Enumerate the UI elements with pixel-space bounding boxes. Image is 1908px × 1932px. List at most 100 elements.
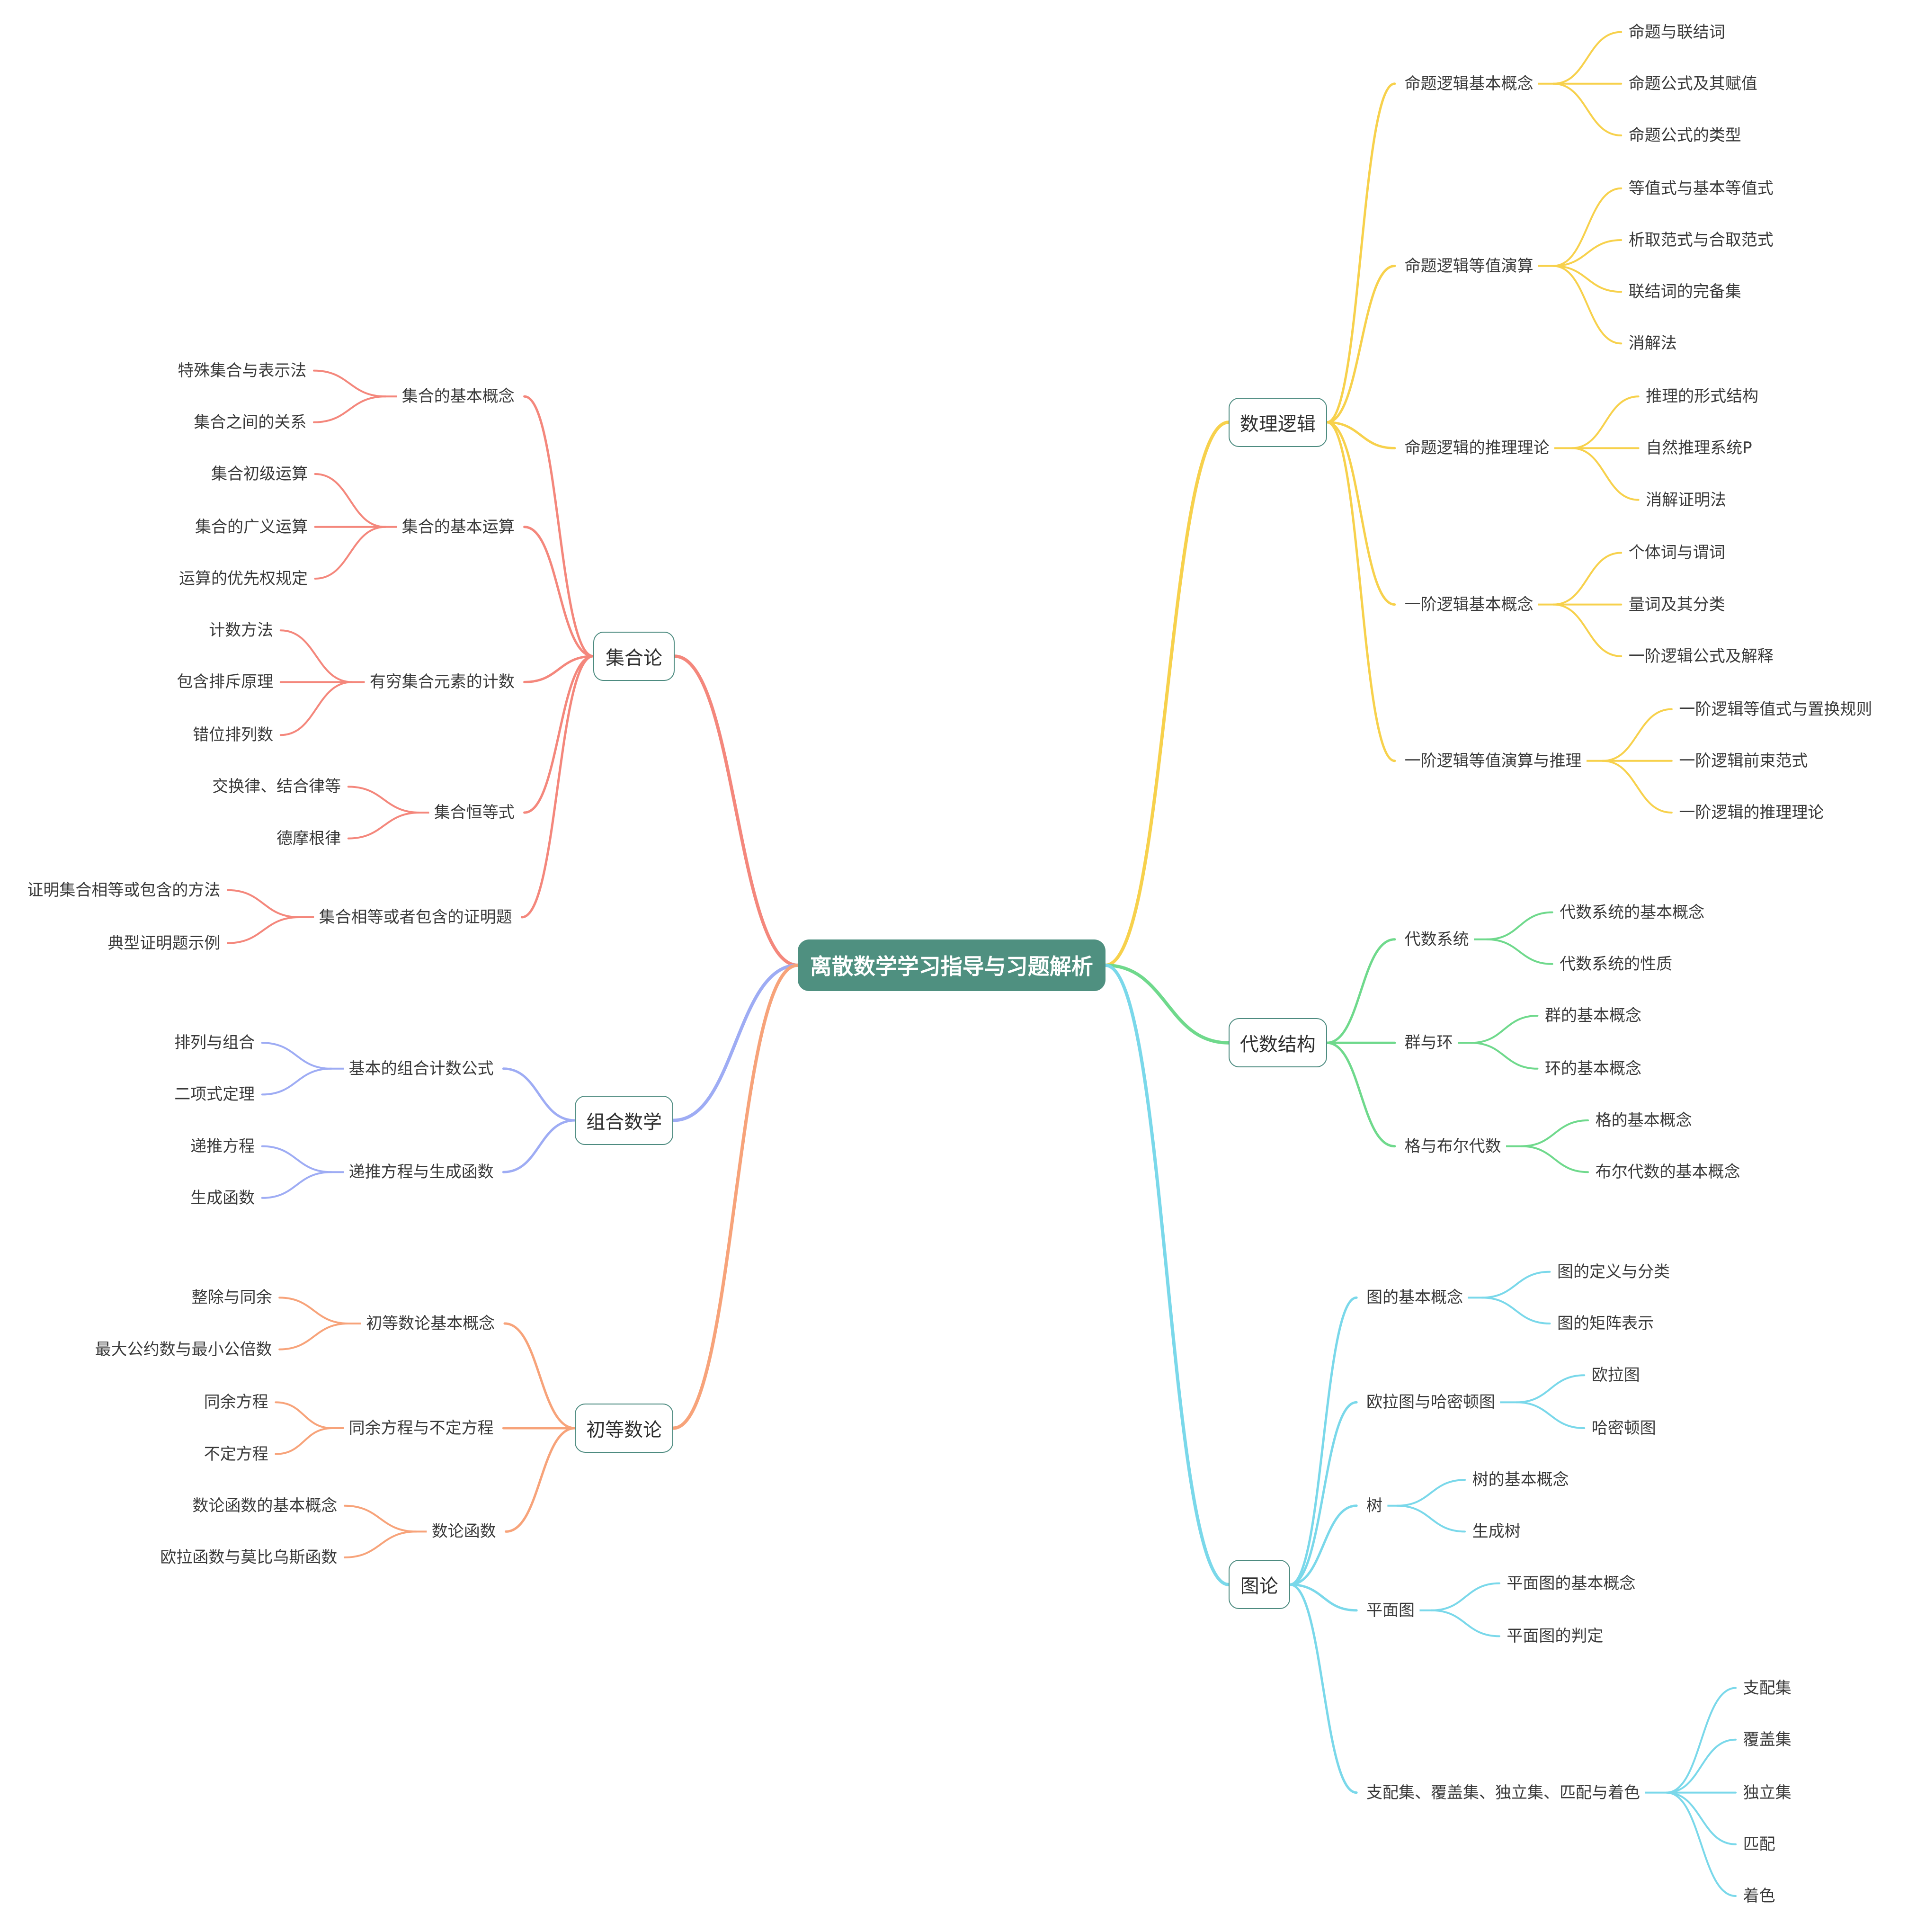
- subtopic-leaf-edge: [1430, 1609, 1500, 1637]
- leaf-label[interactable]: 生成函数: [190, 1188, 255, 1208]
- subtopic-label[interactable]: 同余方程与不定方程: [348, 1419, 494, 1438]
- branch-node[interactable]: 数理逻辑: [1228, 397, 1327, 447]
- leaf-label[interactable]: 代数系统的性质: [1560, 954, 1673, 974]
- leaf-label[interactable]: 量词及其分类: [1628, 595, 1725, 614]
- branch-node[interactable]: 图论: [1228, 1560, 1290, 1610]
- leaf-label[interactable]: 一阶逻辑公式及解释: [1628, 646, 1774, 666]
- branch-node[interactable]: 代数结构: [1228, 1018, 1327, 1068]
- leaf-label[interactable]: 递推方程: [190, 1136, 255, 1156]
- leaf-label[interactable]: 错位排列数: [193, 725, 274, 745]
- leaf-label[interactable]: 一阶逻辑前束范式: [1679, 751, 1808, 770]
- subtopic-label[interactable]: 递推方程与生成函数: [348, 1163, 494, 1182]
- leaf-label[interactable]: 集合初级运算: [211, 465, 308, 483]
- subtopic-label[interactable]: 数论函数: [431, 1522, 496, 1541]
- subtopic-label[interactable]: 集合的基本运算: [401, 517, 515, 537]
- subtopic-label[interactable]: 命题逻辑的推理理论: [1404, 438, 1550, 458]
- leaf-label[interactable]: 交换律、结合律等: [212, 777, 341, 796]
- leaf-label[interactable]: 数论函数的基本概念: [192, 1496, 338, 1515]
- leaf-label[interactable]: 匹配: [1743, 1834, 1775, 1854]
- leaf-label[interactable]: 自然推理系统P: [1646, 438, 1752, 458]
- leaf-label[interactable]: 布尔代数的基本概念: [1595, 1163, 1740, 1182]
- leaf-label[interactable]: 消解证明法: [1646, 490, 1727, 510]
- leaf-label[interactable]: 二项式定理: [174, 1085, 255, 1104]
- leaf-label[interactable]: 运算的优先权规定: [179, 569, 308, 588]
- leaf-label[interactable]: 图的矩阵表示: [1557, 1314, 1654, 1333]
- leaf-label[interactable]: 特殊集合与表示法: [178, 361, 307, 380]
- leaf-label[interactable]: 支配集: [1743, 1678, 1792, 1698]
- leaf-label[interactable]: 欧拉图: [1591, 1366, 1640, 1385]
- subtopic-label[interactable]: 命题逻辑等值演算: [1404, 256, 1534, 276]
- leaf-label[interactable]: 格的基本概念: [1595, 1111, 1692, 1130]
- subtopic-leaf-edge: [347, 786, 421, 814]
- subtopic-label[interactable]: 代数系统: [1404, 930, 1469, 949]
- leaf-label[interactable]: 计数方法: [209, 621, 274, 640]
- leaf-label[interactable]: 包含排斥原理: [177, 672, 274, 692]
- leaf-label[interactable]: 树的基本概念: [1472, 1470, 1569, 1490]
- leaf-label[interactable]: 平面图的基本概念: [1507, 1574, 1636, 1593]
- leaf-label[interactable]: 德摩根律: [276, 829, 341, 848]
- leaf-label[interactable]: 证明集合相等或包含的方法: [27, 880, 221, 900]
- subtopic-label[interactable]: 树: [1366, 1496, 1382, 1515]
- leaf-label[interactable]: 联结词的完备集: [1628, 282, 1741, 302]
- subtopic-leaf-edge: [1602, 708, 1673, 762]
- leaf-label[interactable]: 典型证明题示例: [107, 933, 221, 953]
- subtopic-label[interactable]: 集合的基本概念: [401, 387, 515, 406]
- leaf-label[interactable]: 群的基本概念: [1545, 1006, 1641, 1025]
- subtopic-label[interactable]: 基本的组合计数公式: [348, 1059, 494, 1078]
- leaf-label[interactable]: 命题公式的类型: [1628, 126, 1741, 145]
- leaf-label[interactable]: 独立集: [1743, 1783, 1792, 1802]
- subtopic-label[interactable]: 图的基本概念: [1366, 1288, 1463, 1307]
- leaf-label[interactable]: 集合的广义运算: [195, 517, 308, 537]
- leaf-label[interactable]: 一阶逻辑等值式与置换规则: [1679, 699, 1872, 719]
- leaf-label[interactable]: 命题与联结词: [1628, 22, 1725, 42]
- leaf-label[interactable]: 哈密顿图: [1591, 1419, 1656, 1438]
- subtopic-label[interactable]: 一阶逻辑等值演算与推理: [1404, 751, 1582, 770]
- leaf-label[interactable]: 生成树: [1472, 1522, 1521, 1541]
- leaf-label[interactable]: 个体词与谓词: [1628, 543, 1725, 563]
- subtopic-label[interactable]: 欧拉图与哈密顿图: [1366, 1393, 1495, 1412]
- branch-node[interactable]: 初等数论: [575, 1404, 674, 1453]
- branch-subtopic-edge: [523, 655, 595, 683]
- leaf-label[interactable]: 一阶逻辑的推理理论: [1679, 803, 1824, 822]
- leaf-label[interactable]: 排列与组合: [174, 1033, 255, 1053]
- subtopic-label[interactable]: 初等数论基本概念: [366, 1314, 495, 1333]
- leaf-label[interactable]: 等值式与基本等值式: [1628, 179, 1774, 198]
- leaf-label[interactable]: 消解法: [1628, 334, 1677, 353]
- leaf-label[interactable]: 平面图的判定: [1507, 1627, 1604, 1646]
- subtopic-leaf-edge: [261, 1042, 332, 1070]
- leaf-label[interactable]: 图的定义与分类: [1557, 1262, 1670, 1281]
- leaf-label[interactable]: 推理的形式结构: [1646, 387, 1759, 406]
- subtopic-leaf-edge: [313, 395, 386, 423]
- leaf-label[interactable]: 代数系统的基本概念: [1560, 903, 1705, 922]
- subtopic-label[interactable]: 有穷集合元素的计数: [369, 672, 515, 692]
- subtopic-leaf-edge: [227, 916, 300, 944]
- subtopic-label[interactable]: 格与布尔代数: [1404, 1136, 1501, 1156]
- leaf-label[interactable]: 同余方程: [204, 1393, 268, 1412]
- subtopic-label[interactable]: 集合恒等式: [434, 803, 515, 822]
- leaf-label[interactable]: 命题公式及其赋值: [1628, 74, 1757, 93]
- leaf-label[interactable]: 集合之间的关系: [194, 412, 307, 432]
- branch-node[interactable]: 集合论: [593, 631, 675, 681]
- leaf-label[interactable]: 着色: [1743, 1887, 1775, 1905]
- subtopic-leaf-edge: [1516, 1374, 1586, 1404]
- leaf-label[interactable]: 整除与同余: [191, 1288, 272, 1307]
- subtopic-label[interactable]: 平面图: [1366, 1601, 1415, 1620]
- leaf-label[interactable]: 不定方程: [204, 1444, 268, 1464]
- leaf-label[interactable]: 覆盖集: [1743, 1730, 1792, 1749]
- subtopic-label[interactable]: 支配集、覆盖集、独立集、匹配与着色: [1366, 1783, 1640, 1802]
- subtopic-label[interactable]: 集合相等或者包含的证明题: [319, 908, 512, 927]
- leaf-label[interactable]: 欧拉函数与莫比乌斯函数: [160, 1548, 338, 1567]
- subtopic-label[interactable]: 一阶逻辑基本概念: [1404, 595, 1534, 614]
- root-node[interactable]: 离散数学学习指导与习题解析: [797, 939, 1106, 991]
- subtopic-leaf-edge: [1602, 760, 1673, 814]
- subtopic-leaf-edge: [1666, 1738, 1737, 1794]
- subtopic-label[interactable]: 命题逻辑基本概念: [1404, 74, 1534, 93]
- leaf-label[interactable]: 最大公约数与最小公倍数: [95, 1340, 272, 1359]
- subtopic-label[interactable]: 群与环: [1404, 1033, 1453, 1053]
- leaf-label[interactable]: 析取范式与合取范式: [1628, 231, 1774, 250]
- subtopic-leaf-edge: [1430, 1582, 1500, 1611]
- leaf-label[interactable]: 环的基本概念: [1545, 1059, 1641, 1078]
- branch-node[interactable]: 组合数学: [575, 1096, 674, 1145]
- subtopic-leaf-edge: [1666, 1791, 1737, 1897]
